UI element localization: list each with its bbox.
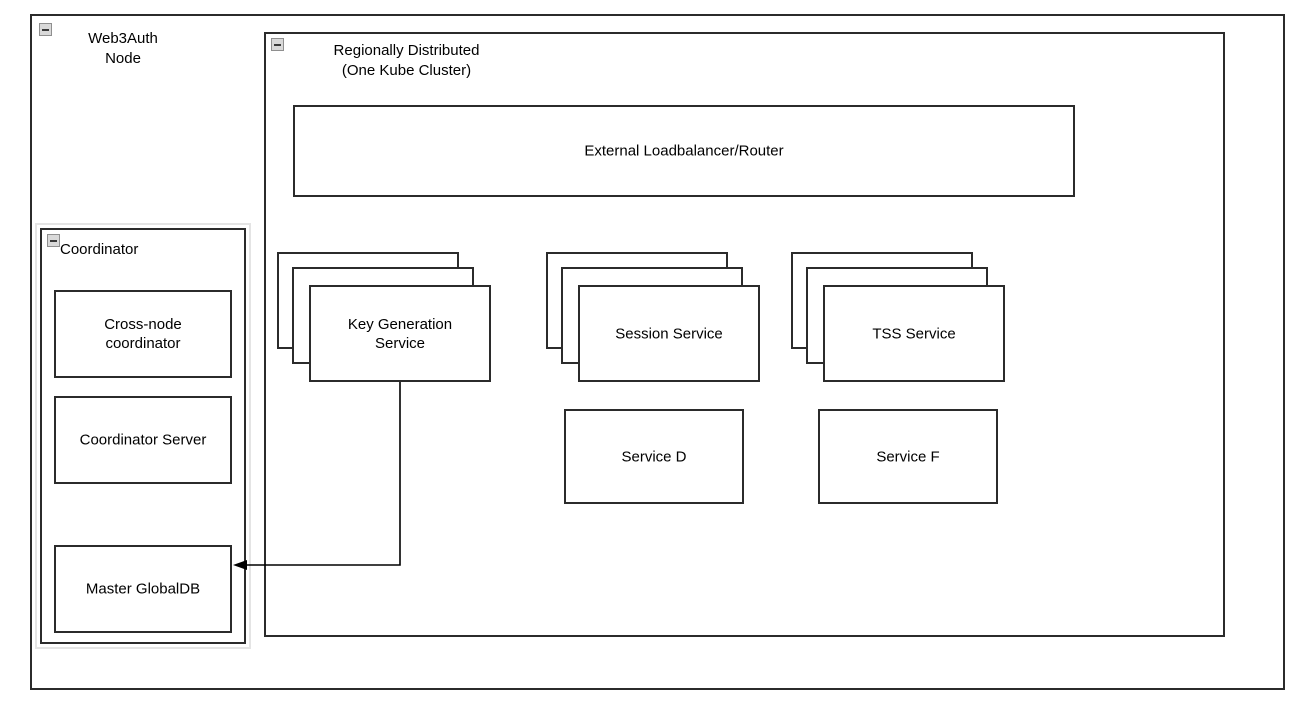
stacked-node-tss-service[interactable]: TSS Service [791, 252, 1006, 382]
stacked-node-session-service[interactable]: Session Service [546, 252, 761, 382]
arrowhead-left-icon [233, 560, 247, 570]
node-service-d[interactable]: Service D [564, 409, 744, 504]
node-label-session-service: Session Service [615, 325, 723, 342]
stack-layer-front[interactable]: Session Service [578, 285, 760, 382]
collapse-icon-web3auth-node[interactable] [39, 23, 52, 36]
container-title-web3auth-node: Web3Auth Node [88, 30, 158, 67]
node-coordinator-server[interactable]: Coordinator Server [54, 396, 232, 484]
stacked-node-key-generation-service[interactable]: Key Generation Service [277, 252, 492, 382]
node-label-service-f: Service F [876, 448, 940, 465]
node-service-f[interactable]: Service F [818, 409, 998, 504]
node-label-key-generation-service: Key Generation Service [347, 315, 453, 352]
stack-layer-front[interactable]: Key Generation Service [309, 285, 491, 382]
container-title-coordinator: Coordinator [60, 241, 139, 258]
node-cross-node-coordinator[interactable]: Cross-node coordinator [54, 290, 232, 378]
node-external-loadbalancer[interactable]: External Loadbalancer/Router [293, 105, 1075, 197]
node-label-master-globaldb: Master GlobalDB [85, 580, 201, 598]
node-label-service-d: Service D [621, 448, 687, 465]
stack-layer-front[interactable]: TSS Service [823, 285, 1005, 382]
node-master-globaldb[interactable]: Master GlobalDB [54, 545, 232, 633]
node-label-cross-node-coordinator: Cross-node coordinator [104, 316, 182, 352]
container-title-kube-cluster: Regionally Distributed (One Kube Cluster… [333, 42, 480, 79]
collapse-icon-kube-cluster[interactable] [271, 38, 284, 51]
node-label-external-loadbalancer: External Loadbalancer/Router [584, 142, 784, 160]
connector-path [243, 382, 401, 566]
node-label-tss-service: TSS Service [872, 325, 956, 342]
node-label-coordinator-server: Coordinator Server [79, 431, 207, 449]
collapse-icon-coordinator[interactable] [47, 234, 60, 247]
